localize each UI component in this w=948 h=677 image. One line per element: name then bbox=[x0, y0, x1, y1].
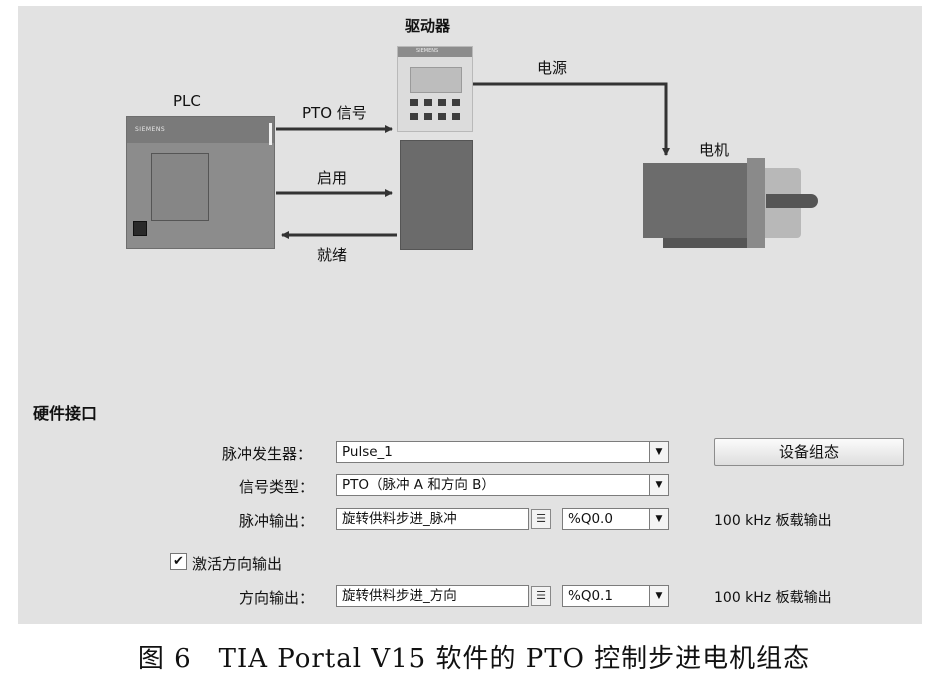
pto-signal-label: PTO 信号 bbox=[302, 104, 367, 122]
driver-key-icon bbox=[424, 99, 432, 106]
pulse-generator-select[interactable]: Pulse_1 ▼ bbox=[336, 441, 669, 463]
chevron-down-icon[interactable]: ▼ bbox=[649, 475, 668, 495]
enable-label: 启用 bbox=[317, 169, 348, 187]
pulse-generator-value: Pulse_1 bbox=[342, 444, 393, 460]
pulse-output-tag-field[interactable]: 旋转供料步进_脉冲 bbox=[336, 508, 529, 530]
power-label: 电源 bbox=[537, 59, 568, 77]
direction-output-address: %Q0.1 bbox=[568, 588, 613, 604]
plc-brand: SIEMENS bbox=[135, 126, 166, 133]
direction-output-label: 方向输出： bbox=[239, 589, 315, 607]
power-arrow bbox=[473, 82, 670, 156]
plc-window bbox=[151, 153, 209, 221]
plc-status-bar bbox=[269, 123, 272, 145]
plc-port-icon bbox=[133, 221, 147, 236]
motor-shaft bbox=[766, 194, 818, 208]
pulse-output-address: %Q0.0 bbox=[568, 511, 613, 527]
direction-output-address-select[interactable]: %Q0.1 ▼ bbox=[562, 585, 669, 607]
driver-brand: SIEMENS bbox=[416, 48, 439, 54]
plc-device: SIEMENS bbox=[126, 116, 275, 249]
driver-key-icon bbox=[424, 113, 432, 120]
driver-display bbox=[410, 67, 462, 93]
motor-base bbox=[663, 238, 747, 248]
driver-key-icon bbox=[438, 113, 446, 120]
driver-power-module bbox=[400, 140, 473, 250]
chevron-down-icon[interactable]: ▼ bbox=[649, 586, 668, 606]
figure-caption: 图 6 TIA Portal V15 软件的 PTO 控制步进电机组态 bbox=[137, 644, 811, 674]
driver-key-icon bbox=[410, 113, 418, 120]
signal-type-label: 信号类型： bbox=[239, 478, 315, 496]
pulse-output-address-select[interactable]: %Q0.0 ▼ bbox=[562, 508, 669, 530]
driver-key-icon bbox=[438, 99, 446, 106]
list-browse-icon[interactable]: ☰ bbox=[531, 509, 551, 529]
plc-top-band bbox=[127, 117, 274, 143]
section-title: 硬件接口 bbox=[33, 404, 98, 423]
plc-label: PLC bbox=[173, 92, 201, 110]
pulse-output-note: 100 kHz 板载输出 bbox=[714, 513, 832, 529]
activate-direction-label: 激活方向输出 bbox=[192, 555, 283, 573]
driver-key-icon bbox=[452, 113, 460, 120]
motor-flange bbox=[747, 158, 765, 248]
motor-icon bbox=[643, 163, 747, 238]
device-configuration-button[interactable]: 设备组态 bbox=[714, 438, 904, 466]
driver-key-icon bbox=[410, 99, 418, 106]
driver-label: 驱动器 bbox=[405, 17, 451, 35]
driver-key-icon bbox=[452, 99, 460, 106]
signal-type-select[interactable]: PTO（脉冲 A 和方向 B） ▼ bbox=[336, 474, 669, 496]
list-browse-icon[interactable]: ☰ bbox=[531, 586, 551, 606]
pulse-generator-label: 脉冲发生器： bbox=[222, 445, 313, 463]
signal-type-value: PTO（脉冲 A 和方向 B） bbox=[342, 477, 495, 493]
activate-direction-checkbox[interactable]: ✔ bbox=[170, 553, 187, 570]
driver-brand-strip: SIEMENS bbox=[398, 47, 472, 57]
ready-label: 就绪 bbox=[317, 246, 348, 264]
direction-output-note: 100 kHz 板载输出 bbox=[714, 590, 832, 606]
pulse-output-label: 脉冲输出： bbox=[239, 512, 315, 530]
driver-device: SIEMENS bbox=[397, 46, 473, 132]
direction-output-tag-field[interactable]: 旋转供料步进_方向 bbox=[336, 585, 529, 607]
chevron-down-icon[interactable]: ▼ bbox=[649, 509, 668, 529]
chevron-down-icon[interactable]: ▼ bbox=[649, 442, 668, 462]
motor-label: 电机 bbox=[699, 141, 730, 159]
